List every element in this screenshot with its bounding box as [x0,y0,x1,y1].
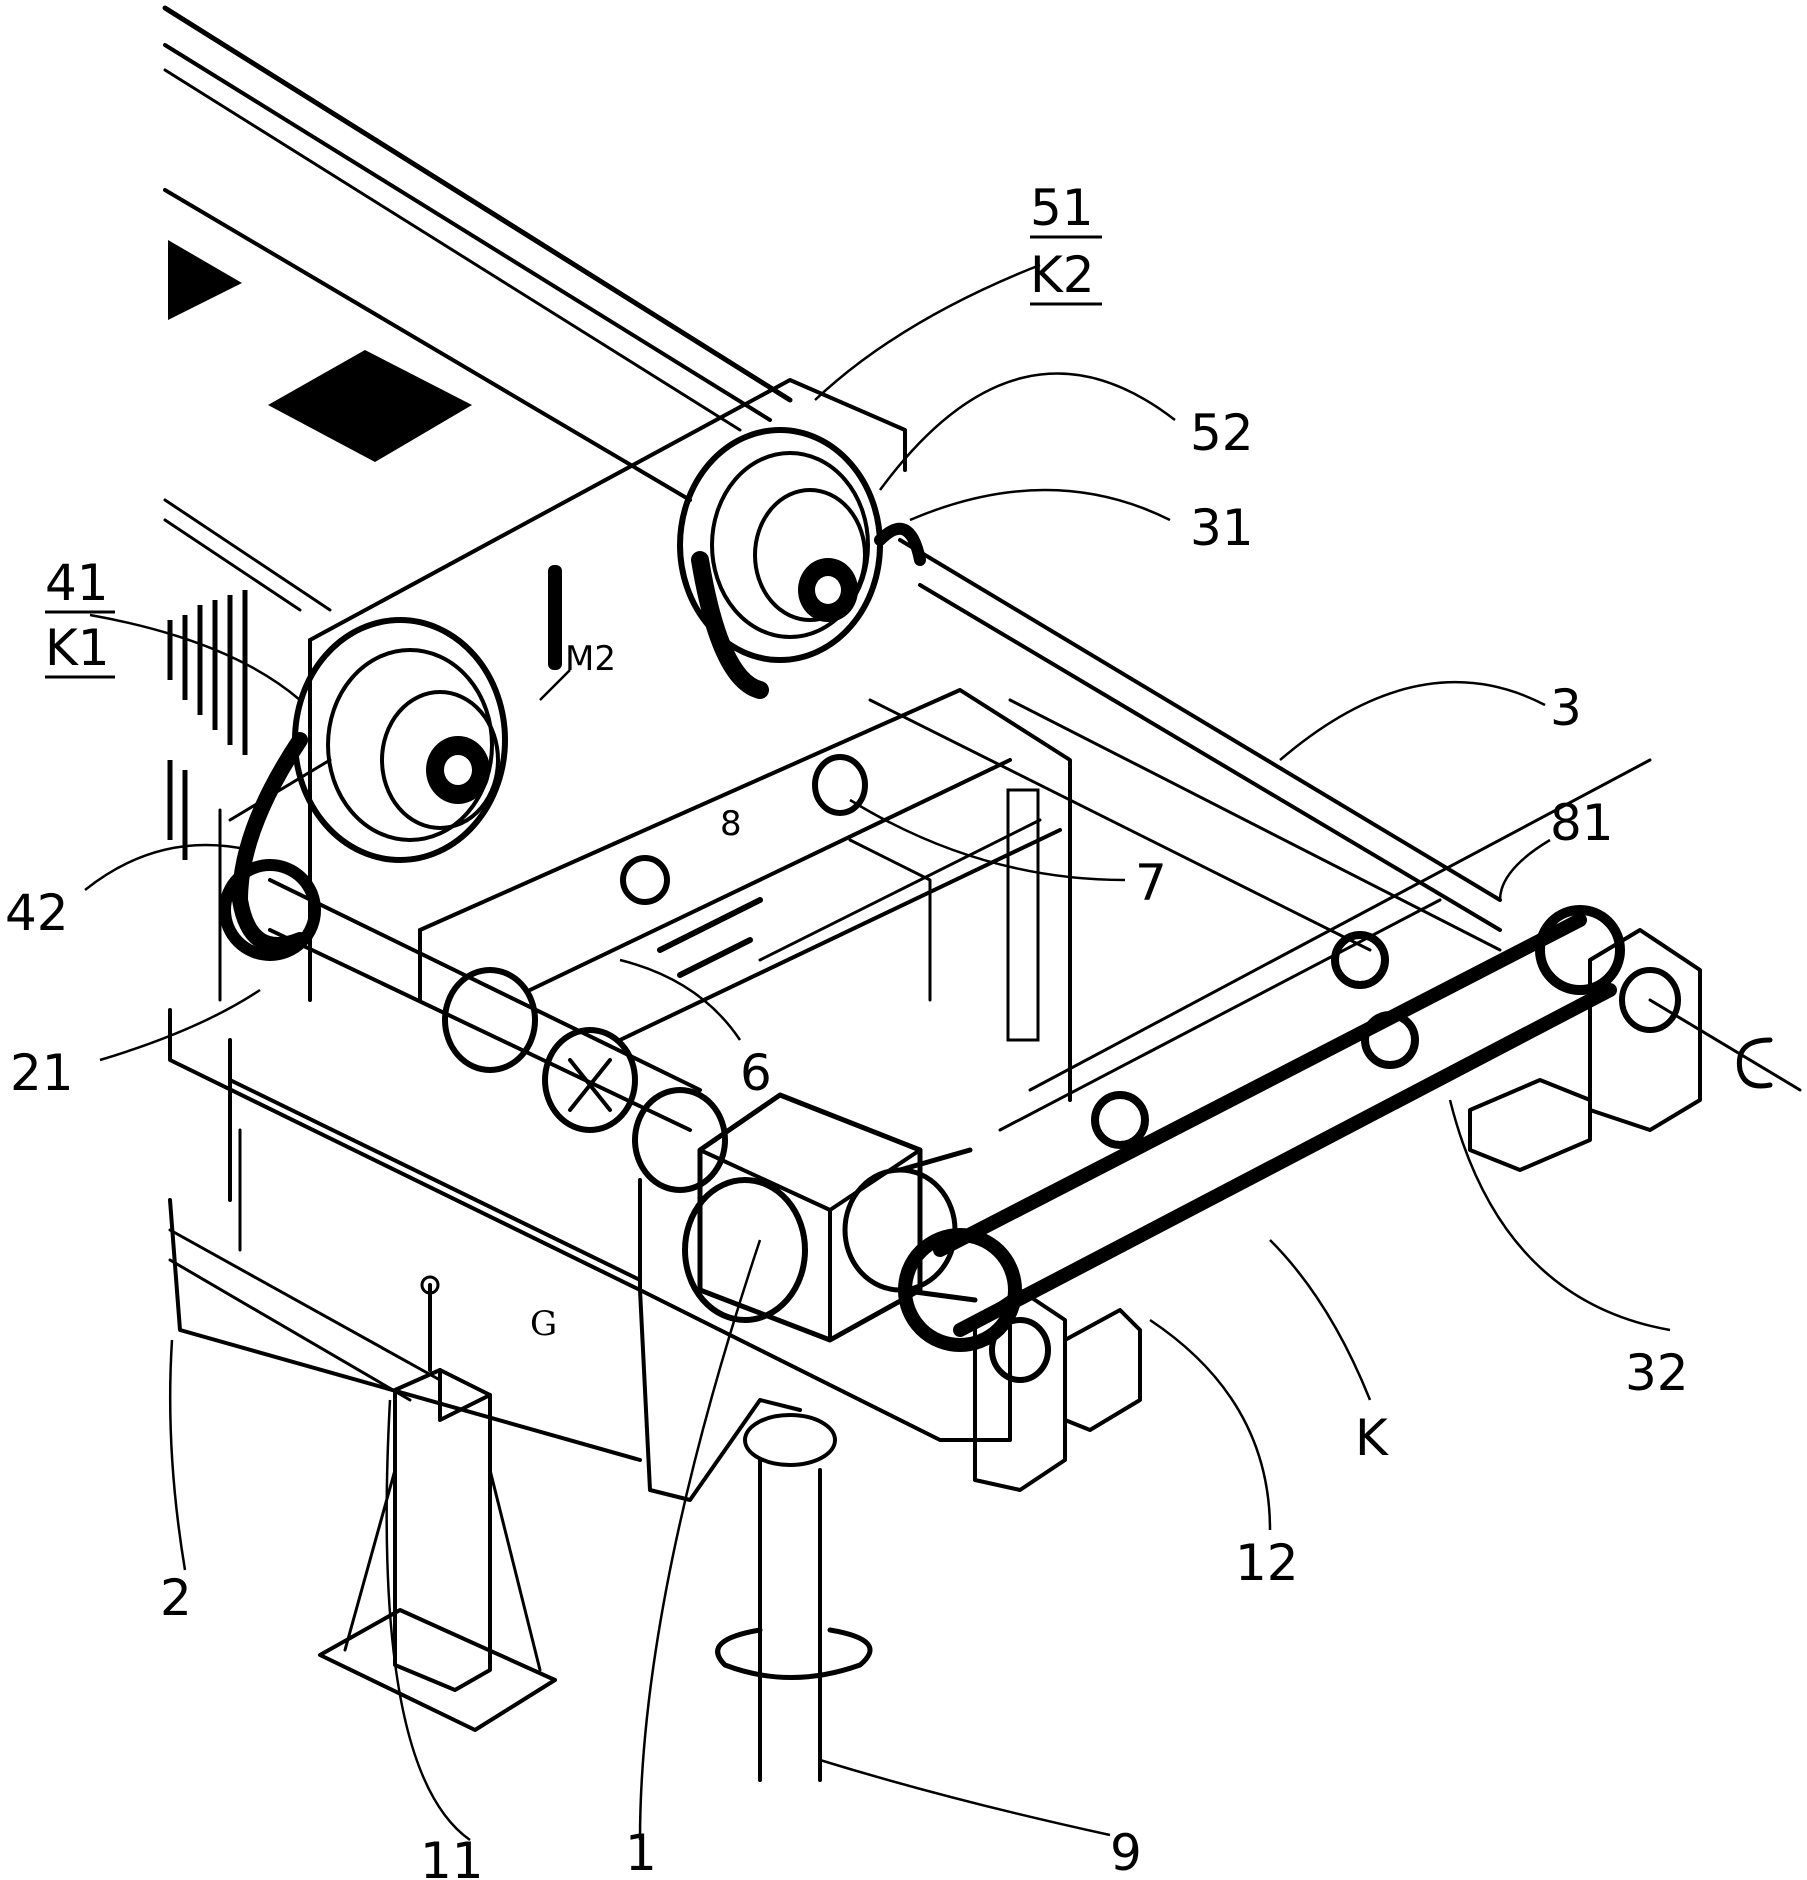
label-g: G [530,1304,557,1344]
shaft-31 [900,540,1500,930]
clutch-k1 [225,620,505,955]
label-81: 81 [1550,794,1614,852]
label-k: K [1355,1409,1389,1467]
leader-lines [85,265,1670,1840]
label-2: 2 [160,1569,192,1627]
shaft-21 [270,880,700,1130]
label-k1: K1 [45,619,110,677]
label-41: 41 [45,554,109,612]
label-m2: M2 [565,639,616,679]
upper-conveyor-frame [165,8,905,1000]
label-42: 42 [5,884,69,942]
label-9: 9 [1110,1824,1142,1880]
side-grille [170,590,245,860]
reference-labels: 51 K2 52 31 41 K1 M2 3 81 8 7 42 21 6 32… [5,179,1689,1880]
support-leg-11 [320,1277,555,1730]
slot-m2 [548,565,562,670]
rotation-arrow-bottom-icon [718,1630,870,1678]
label-31: 31 [1190,499,1254,557]
label-51: 51 [1030,179,1094,237]
label-1: 1 [625,1824,657,1880]
end-bracket-32 [1470,930,1800,1170]
label-6: 6 [740,1044,772,1102]
label-32: 32 [1625,1344,1689,1402]
direction-arrow-icon [168,240,242,320]
label-7: 7 [1135,854,1167,912]
label-11: 11 [420,1832,484,1880]
label-k2: K2 [1030,246,1095,304]
panel-square [268,350,472,462]
clutch-k2 [680,430,920,690]
label-3: 3 [1550,679,1582,737]
rotating-column-9 [718,1415,870,1780]
label-12: 12 [1235,1534,1299,1592]
label-21: 21 [10,1044,74,1102]
label-52: 52 [1190,404,1254,462]
label-8: 8 [720,804,742,844]
